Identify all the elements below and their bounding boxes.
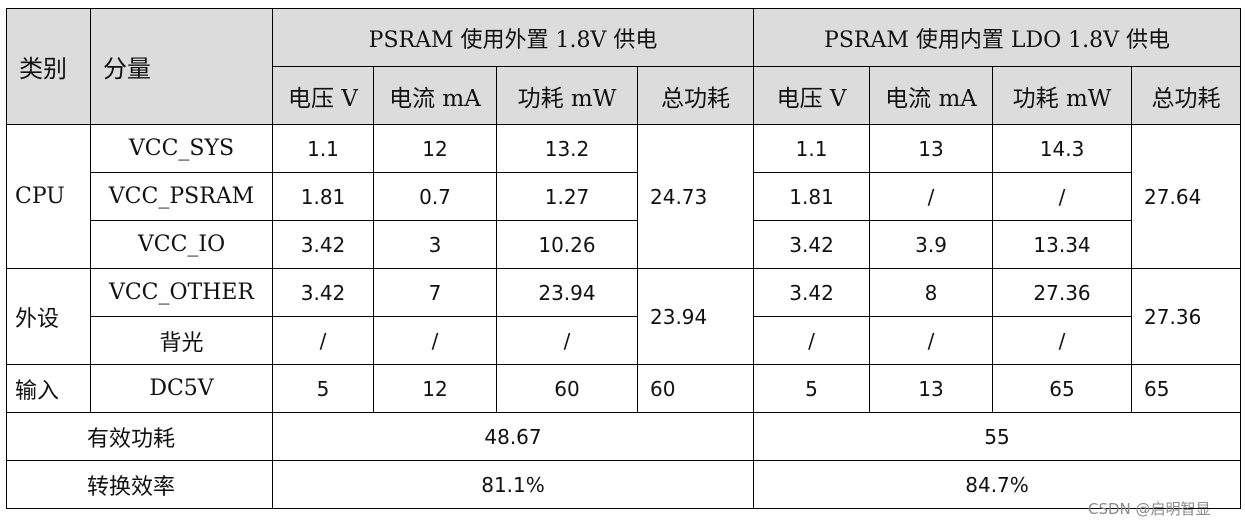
table-row: CPU VCC_SYS 1.1 12 13.2 24.73 1.1 13 14.… <box>6 124 1242 269</box>
ext-total-cpu: 24.73 <box>636 124 755 269</box>
int-power: 14.3 <box>992 124 1133 173</box>
ext-current: 3 <box>373 220 497 269</box>
ext-power: / <box>496 316 638 365</box>
int-current: 13 <box>869 124 994 173</box>
effective-power-int: 55 <box>753 412 1242 461</box>
ext-current: 7 <box>373 268 497 317</box>
table-row: 外设 VCC_OTHER 3.42 7 23.94 23.94 3.42 8 2… <box>6 268 1242 365</box>
int-current: / <box>869 316 994 365</box>
header-group-internal: PSRAM 使用内置 LDO 1.8V 供电 <box>753 8 1242 67</box>
category-cpu: CPU <box>6 124 91 269</box>
ext-current: 0.7 <box>373 172 497 221</box>
int-power: / <box>992 316 1133 365</box>
ext-voltage: / <box>272 316 374 365</box>
efficiency-ext: 81.1% <box>271 460 755 509</box>
header-int-voltage: 电压 V <box>753 66 871 125</box>
header-category: 类别 <box>6 8 91 125</box>
efficiency-label: 转换效率 <box>6 460 273 509</box>
header-group-external: PSRAM 使用外置 1.8V 供电 <box>271 8 755 67</box>
ext-current: / <box>373 316 497 365</box>
header-ext-power: 功耗 mW <box>496 66 638 125</box>
effective-power-ext: 48.67 <box>271 412 755 461</box>
ext-voltage: 3.42 <box>272 268 374 317</box>
int-total-cpu: 27.64 <box>1131 124 1242 269</box>
ext-total-input: 60 <box>636 364 755 413</box>
int-power: / <box>992 172 1133 221</box>
csdn-watermark: CSDN @启明智显 <box>1088 500 1211 518</box>
int-total-peripheral: 27.36 <box>1131 268 1242 365</box>
ext-current: 12 <box>373 124 497 173</box>
int-voltage: 1.81 <box>753 172 871 221</box>
ext-current: 12 <box>373 364 497 413</box>
table-row: 输入 DC5V 5 12 60 60 5 13 65 65 <box>6 364 1242 413</box>
efficiency-row: 转换效率 81.1% 84.7% <box>6 460 1242 509</box>
int-current: 3.9 <box>869 220 994 269</box>
header-component: 分量 <box>90 8 273 125</box>
table-row: VCC_PSRAM 1.81 0.7 1.27 1.81 / / <box>7 172 1241 221</box>
header-ext-total: 总功耗 <box>636 66 755 125</box>
int-power: 65 <box>992 364 1133 413</box>
header-ext-voltage: 电压 V <box>272 66 374 125</box>
header-row-2: 电压 V 电流 mA 功耗 mW 总功耗 电压 V 电流 mA 功耗 mW 总功… <box>7 66 1242 125</box>
ext-total-peripheral: 23.94 <box>636 268 755 365</box>
ext-power: 10.26 <box>496 220 638 269</box>
ext-voltage: 1.81 <box>272 172 374 221</box>
component-name: VCC_OTHER <box>90 268 273 317</box>
category-peripheral: 外设 <box>6 268 91 365</box>
int-voltage: 5 <box>753 364 871 413</box>
component-name: VCC_IO <box>90 220 273 269</box>
category-input: 输入 <box>6 364 91 413</box>
int-voltage: / <box>753 316 871 365</box>
efficiency-int: 84.7% <box>753 460 1242 509</box>
int-current: 13 <box>869 364 994 413</box>
ext-power: 13.2 <box>496 124 638 173</box>
component-name: VCC_PSRAM <box>90 172 273 221</box>
effective-power-row: 有效功耗 48.67 55 <box>6 412 1242 461</box>
int-voltage: 3.42 <box>753 268 871 317</box>
int-voltage: 3.42 <box>753 220 871 269</box>
int-current: / <box>869 172 994 221</box>
header-int-total: 总功耗 <box>1131 66 1242 125</box>
header-int-power: 功耗 mW <box>992 66 1133 125</box>
int-current: 8 <box>869 268 994 317</box>
component-name: 背光 <box>90 316 273 365</box>
table-row: 背光 / / / / / / <box>7 316 1241 365</box>
component-name: DC5V <box>90 364 273 413</box>
ext-power: 60 <box>496 364 638 413</box>
ext-voltage: 5 <box>272 364 374 413</box>
int-power: 27.36 <box>992 268 1133 317</box>
table-row: VCC_IO 3.42 3 10.26 3.42 3.9 13.34 <box>7 220 1241 269</box>
int-total-input: 65 <box>1131 364 1242 413</box>
ext-power: 1.27 <box>496 172 638 221</box>
int-voltage: 1.1 <box>753 124 871 173</box>
effective-power-label: 有效功耗 <box>6 412 273 461</box>
ext-voltage: 3.42 <box>272 220 374 269</box>
int-power: 13.34 <box>992 220 1133 269</box>
header-ext-current: 电流 mA <box>373 66 497 125</box>
power-table: 类别 分量 PSRAM 使用外置 1.8V 供电 PSRAM 使用内置 LDO … <box>6 8 1242 509</box>
ext-power: 23.94 <box>496 268 638 317</box>
header-int-current: 电流 mA <box>869 66 994 125</box>
component-name: VCC_SYS <box>90 124 273 173</box>
ext-voltage: 1.1 <box>272 124 374 173</box>
header-row-1: 类别 分量 PSRAM 使用外置 1.8V 供电 PSRAM 使用内置 LDO … <box>6 8 1242 125</box>
